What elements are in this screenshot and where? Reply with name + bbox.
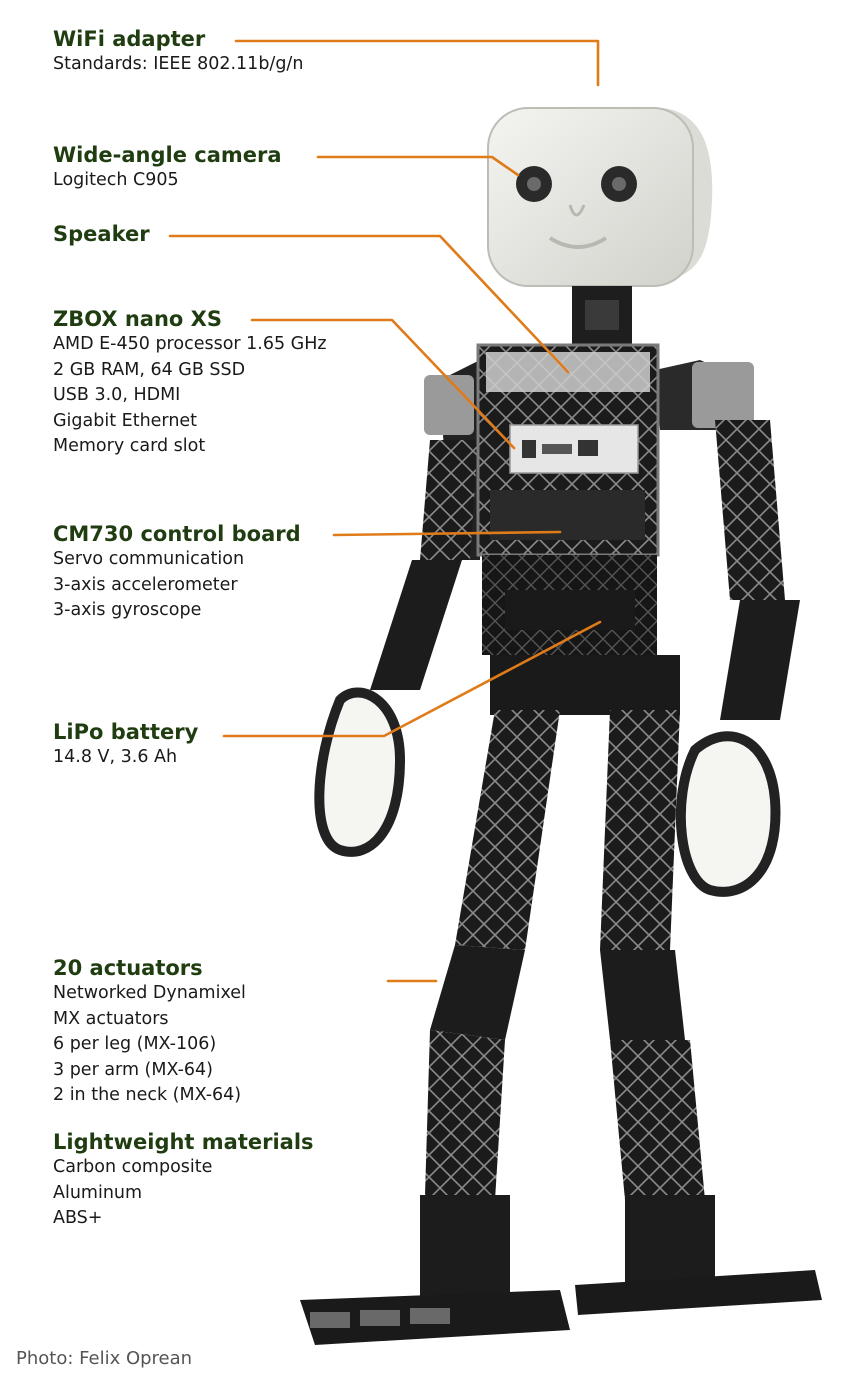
callout-actuators: 20 actuators Networked Dynamixel MX actu…: [53, 955, 246, 1109]
callout-line: 3-axis gyroscope: [53, 600, 202, 621]
callout-speaker: Speaker: [53, 221, 150, 247]
callout-title: CM730 control board: [53, 522, 301, 546]
callout-line: Logitech C905: [53, 170, 179, 190]
callout-line: Networked Dynamixel: [53, 983, 246, 1003]
callout-line: 2 in the neck (MX-64): [53, 1085, 242, 1106]
callout-line: 14.8 V, 3.6 Ah: [53, 747, 178, 767]
callout-zbox: ZBOX nano XS AMD E-450 processor 1.65 GH…: [53, 306, 327, 460]
robot-torso: [476, 343, 660, 655]
robot-legs: [420, 710, 715, 1300]
robot-feet: [300, 1270, 822, 1345]
callout-title: WiFi adapter: [53, 27, 206, 51]
callout-line: MX actuators: [53, 1008, 169, 1029]
callout-line: Carbon composite: [53, 1157, 213, 1177]
callout-materials: Lightweight materials Carbon composite A…: [53, 1129, 314, 1232]
callout-line: 3-axis accelerometer: [53, 574, 238, 595]
callout-line: Gigabit Ethernet: [53, 410, 198, 431]
callout-cm730: CM730 control board Servo communication …: [53, 521, 301, 624]
callout-line: 3 per arm (MX-64): [53, 1059, 214, 1080]
callout-line: Servo communication: [53, 549, 245, 569]
callout-line: 2 GB RAM, 64 GB SSD: [53, 359, 246, 380]
callout-line: 6 per leg (MX-106): [53, 1034, 217, 1055]
callout-title: ZBOX nano XS: [53, 307, 222, 331]
callout-line: Aluminum: [53, 1182, 143, 1203]
robot-head: [487, 107, 713, 287]
callout-title: Wide-angle camera: [53, 143, 282, 167]
callout-title: 20 actuators: [53, 956, 203, 980]
callout-line: USB 3.0, HDMI: [53, 385, 181, 406]
callout-line: ABS+: [53, 1208, 103, 1229]
callout-title: Speaker: [53, 222, 150, 246]
callout-line: AMD E-450 processor 1.65 GHz: [53, 334, 327, 354]
callout-line: Standards: IEEE 802.11b/g/n: [53, 54, 304, 74]
callout-battery: LiPo battery 14.8 V, 3.6 Ah: [53, 719, 198, 771]
photo-credit: Photo: Felix Oprean: [16, 1348, 193, 1369]
callout-title: Lightweight materials: [53, 1130, 314, 1154]
callout-wifi: WiFi adapter Standards: IEEE 802.11b/g/n: [53, 26, 303, 78]
callout-camera: Wide-angle camera Logitech C905: [53, 142, 282, 194]
callout-line: Memory card slot: [53, 436, 206, 457]
callout-title: LiPo battery: [53, 720, 199, 744]
